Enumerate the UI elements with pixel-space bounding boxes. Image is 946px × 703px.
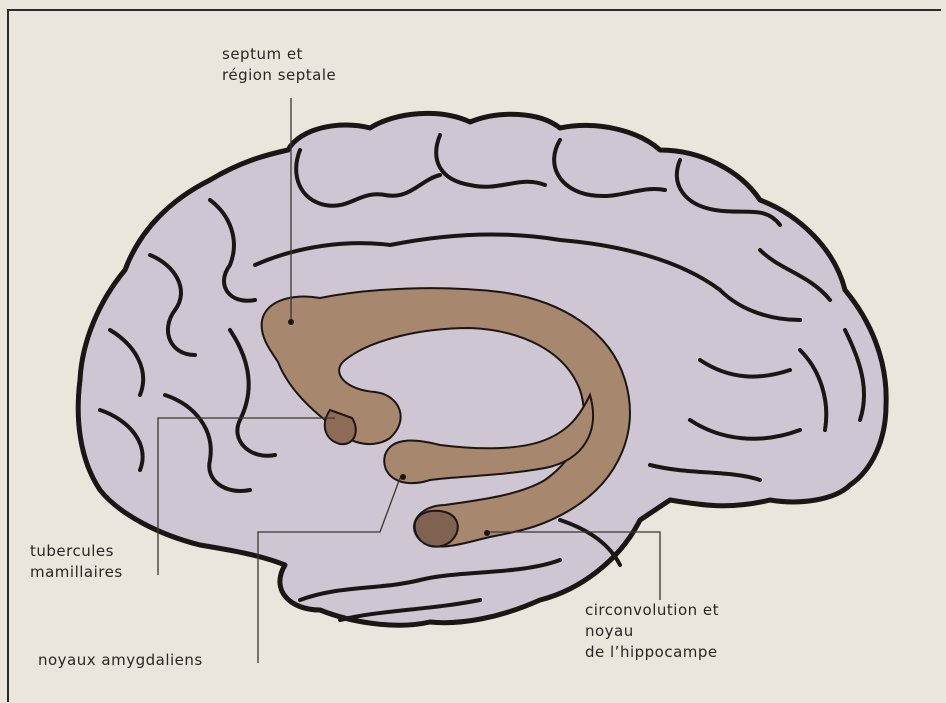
label-amygdaliens-line-1: noyaux amygdaliens	[38, 650, 203, 671]
label-hippocampe-line-2: noyau	[585, 621, 719, 642]
label-hippocampe-line-1: circonvolution et	[585, 600, 719, 621]
label-amygdaliens: noyaux amygdaliens	[38, 650, 203, 671]
label-hippocampe: circonvolution et noyau de l’hippocampe	[585, 600, 719, 663]
septum-marker	[288, 319, 294, 325]
label-septum-line-2: région septale	[222, 65, 336, 86]
hippocampus-marker	[484, 530, 490, 536]
label-mamillaires-line-2: mamillaires	[30, 562, 123, 583]
label-hippocampe-line-3: de l’hippocampe	[585, 642, 719, 663]
label-septum: septum et région septale	[222, 44, 336, 86]
amygdala-marker	[400, 474, 406, 480]
brain-hemisphere	[78, 113, 886, 625]
label-mamillaires: tubercules mamillaires	[30, 541, 123, 583]
hippocampus-tail	[415, 511, 458, 547]
label-septum-line-1: septum et	[222, 44, 336, 65]
label-mamillaires-line-1: tubercules	[30, 541, 123, 562]
